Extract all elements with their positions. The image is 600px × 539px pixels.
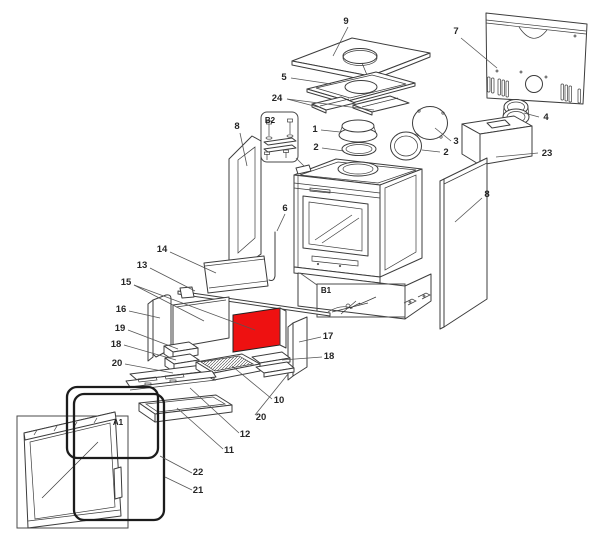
- detail-label-b2: B2: [265, 116, 276, 125]
- part-label-2b: 2: [443, 147, 448, 158]
- part-gasket-ring-left-2: [341, 142, 377, 156]
- detail-label-a1: A1: [113, 418, 124, 427]
- part-gasket-ring-right-2: [390, 131, 422, 161]
- part-label-9: 9: [343, 16, 348, 27]
- part-label-12: 12: [240, 429, 251, 440]
- part-label-20b: 20: [256, 412, 267, 423]
- part-gasket-rope-22: [65, 385, 160, 460]
- part-label-22: 22: [193, 467, 204, 478]
- detail-box-a1: [16, 415, 129, 529]
- part-top-plate-9: [291, 37, 431, 82]
- part-label-24: 24: [272, 93, 283, 104]
- part-side-brick-16: [147, 294, 172, 362]
- part-side-brick-15-highlighted: [232, 307, 287, 353]
- part-label-8b: 8: [484, 189, 489, 200]
- part-label-19: 19: [115, 323, 126, 334]
- detail-box-b1: [299, 272, 406, 318]
- part-label-17: 17: [323, 331, 334, 342]
- part-side-panel-right-8: [439, 157, 488, 330]
- part-label-14: 14: [157, 244, 168, 255]
- part-label-4: 4: [543, 112, 549, 123]
- part-rear-panel-7: [485, 12, 588, 105]
- part-gasket-rope-21: [72, 392, 166, 522]
- part-label-15: 15: [121, 277, 132, 288]
- detail-box-b2: [260, 111, 306, 168]
- part-label-3: 3: [453, 136, 458, 147]
- part-flue-cap-1: [338, 119, 378, 143]
- part-label-1: 1: [312, 124, 318, 135]
- part-label-11: 11: [224, 445, 235, 456]
- part-deflector-14: [203, 255, 269, 294]
- part-label-13: 13: [137, 260, 148, 271]
- part-label-21: 21: [193, 485, 204, 496]
- part-slotted-strip-12: [125, 370, 217, 391]
- part-label-10: 10: [274, 395, 285, 406]
- part-label-5: 5: [281, 72, 287, 83]
- part-tray-11: [138, 394, 233, 423]
- part-door: [23, 411, 123, 529]
- highlighted-brick: [232, 307, 281, 353]
- part-label-23: 23: [542, 148, 553, 159]
- part-labels: 9 7 5 24 1 2 3 2 4 23 8 8 6 14 13 15 16 …: [111, 16, 553, 496]
- part-label-7: 7: [453, 26, 458, 37]
- part-label-20a: 20: [112, 358, 123, 369]
- part-label-16: 16: [116, 304, 127, 315]
- detail-label-b1: B1: [321, 286, 332, 295]
- part-strip-20-right: [255, 361, 295, 378]
- leader-lines: [123, 26, 540, 491]
- part-rail-13: [177, 286, 331, 317]
- part-label-18b: 18: [324, 351, 335, 362]
- part-baffle-plates-24: [311, 95, 410, 116]
- firebox-body: [293, 158, 423, 284]
- part-label-6: 6: [282, 203, 287, 214]
- part-label-8a: 8: [234, 121, 239, 132]
- part-back-brick-15: [172, 296, 230, 349]
- part-label-18a: 18: [111, 339, 122, 350]
- part-convection-box-23: [461, 115, 533, 166]
- part-label-2a: 2: [313, 142, 318, 153]
- part-blanking-disc-3: [412, 106, 448, 140]
